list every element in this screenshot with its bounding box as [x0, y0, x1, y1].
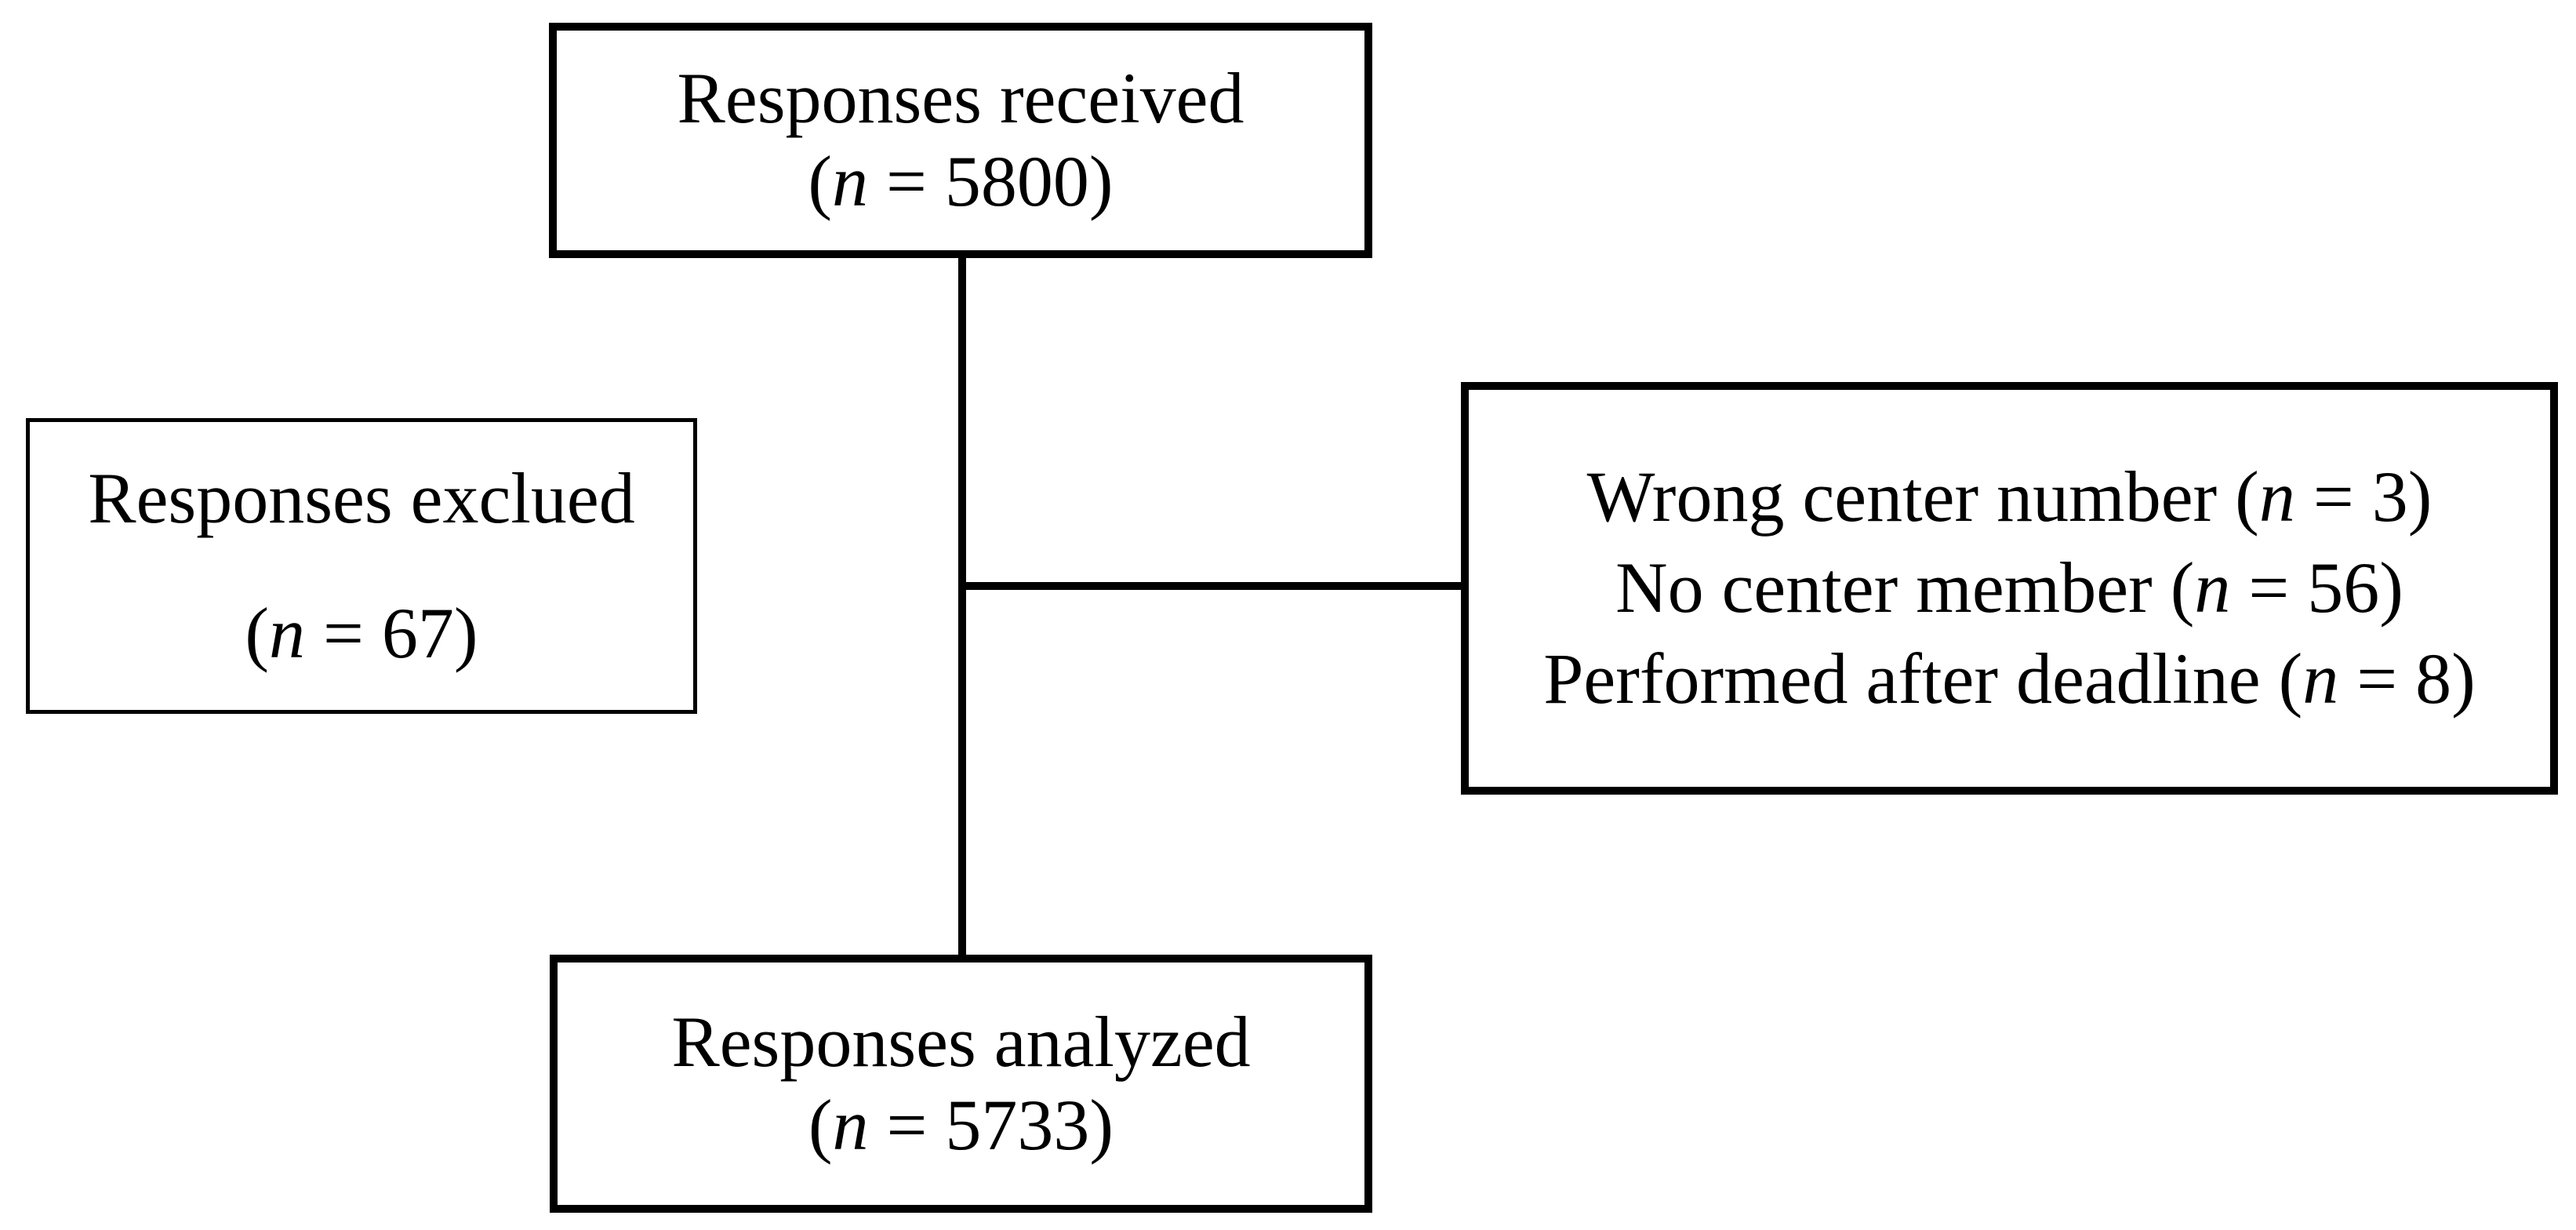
reason-wrong-center-line: Wrong center number (n = 3): [1587, 452, 2432, 543]
reason-text: Wrong center number (: [1586, 457, 2259, 537]
reason-text: Performed after deadline (: [1543, 638, 2303, 719]
excluded-count-line: (n = 67): [245, 566, 478, 701]
responses-analyzed-box: Responses analyzed (n = 5733): [550, 955, 1372, 1213]
responses-received-box: Responses received (n = 5800): [549, 23, 1372, 258]
connector-vertical-line: [958, 255, 966, 955]
received-count-line: (n = 5800): [808, 140, 1113, 224]
received-title-line: Responses received: [678, 57, 1244, 140]
analyzed-title-line: Responses analyzed: [671, 1001, 1250, 1084]
excluded-title-line: Responses exclued: [88, 431, 635, 566]
paren-open: (: [808, 141, 833, 221]
received-text: Responses received: [677, 58, 1244, 139]
n-variable: n: [2302, 638, 2339, 719]
analyzed-count-line: (n = 5733): [808, 1084, 1114, 1167]
n-variable: n: [2194, 548, 2231, 628]
reason-no-member-line: No center member (n = 56): [1615, 543, 2403, 634]
reason-text: No center member (: [1615, 548, 2195, 628]
paren-open: (: [245, 592, 270, 673]
count-value: = 8): [2338, 638, 2476, 719]
n-variable: n: [2258, 457, 2295, 537]
count-value: = 5800): [868, 141, 1114, 221]
excluded-text: Responses exclued: [88, 458, 635, 539]
n-variable: n: [832, 1084, 869, 1165]
analyzed-text: Responses analyzed: [671, 1001, 1251, 1082]
count-value: = 3): [2294, 457, 2432, 537]
n-variable: n: [269, 592, 306, 673]
responses-excluded-box: Responses exclued (n = 67): [26, 418, 697, 714]
n-variable: n: [832, 141, 869, 221]
connector-horizontal-line: [962, 582, 1461, 590]
exclusion-reasons-box: Wrong center number (n = 3) No center me…: [1461, 382, 2558, 795]
count-value: = 56): [2230, 548, 2403, 628]
count-value: = 67): [305, 592, 478, 673]
reason-after-deadline-line: Performed after deadline (n = 8): [1543, 634, 2476, 725]
paren-open: (: [808, 1084, 833, 1165]
count-value: = 5733): [868, 1084, 1114, 1165]
